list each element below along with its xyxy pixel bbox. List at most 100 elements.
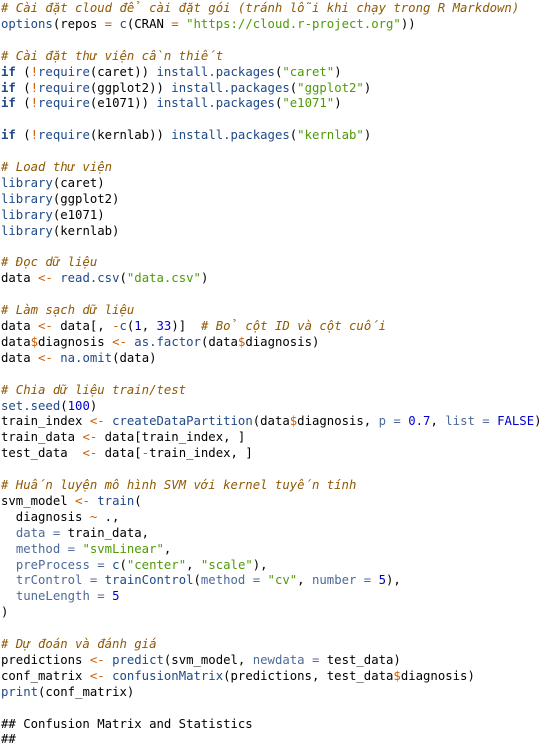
- argument-token: p =: [378, 414, 401, 429]
- code-token: (data: [252, 414, 290, 429]
- operator-token: <-: [75, 493, 90, 508]
- operator-token: <-: [82, 430, 98, 445]
- code-token: (kernlab)): [89, 128, 172, 143]
- comment-line: # Huấn luyện mô hình SVM với kernel tuyế…: [1, 477, 356, 493]
- function-token: require: [38, 64, 90, 79]
- operator-token: $: [393, 668, 401, 683]
- comment-line: # Cài đặt cloud để cài đặt gói (tránh lỗ…: [1, 0, 519, 16]
- code-token: ): [363, 80, 372, 95]
- code-token: svm_model: [1, 493, 76, 508]
- code-line: diagnosis ~ .,: [1, 509, 120, 525]
- code-token: data: [1, 350, 39, 365]
- function-token: install.packages: [171, 80, 290, 95]
- code-token: ): [1, 605, 9, 620]
- code-token: ): [200, 271, 209, 286]
- code-line: tuneLength = 5: [1, 588, 120, 604]
- argument-token: data =: [15, 525, 61, 540]
- number-token: FALSE: [497, 414, 535, 429]
- code-token: .,: [97, 509, 120, 524]
- code-token: train_data,: [60, 525, 150, 540]
- argument-token: method =: [15, 541, 76, 556]
- argument-token: method =: [200, 573, 261, 588]
- code-line: data <- read.csv("data.csv"): [1, 270, 208, 286]
- code-token: (svm_model,: [163, 652, 253, 667]
- argument-token: preProcess =: [15, 557, 105, 572]
- argument-token: newdata =: [252, 652, 320, 667]
- comment-line: # Cài đặt thư viện cần thiết: [1, 48, 223, 64]
- code-token: [260, 573, 267, 587]
- number-token: 1: [134, 319, 142, 333]
- function-token: install.packages: [171, 128, 290, 143]
- code-token: ): [89, 398, 98, 413]
- argument-token: list =: [445, 414, 490, 429]
- operator-token: =: [171, 16, 179, 31]
- code-token: (predictions, test_data: [223, 668, 394, 683]
- code-token: diagnosis: [38, 334, 113, 349]
- comment-line: # Load thư viện: [1, 159, 112, 175]
- code-token: (: [15, 64, 31, 79]
- code-token: ,: [186, 557, 201, 572]
- code-token: [1, 558, 16, 572]
- code-token: data: [1, 271, 39, 286]
- code-token: data: [1, 319, 39, 333]
- code-token: ): [334, 96, 342, 111]
- comment-token: # Làm sạch dữ liệu: [1, 303, 135, 318]
- code-token: diagnosis): [400, 668, 475, 683]
- code-token: [1, 573, 16, 587]
- function-token: set.seed: [1, 398, 61, 413]
- string-token: "cv": [267, 573, 298, 588]
- operator-token: !: [30, 80, 39, 95]
- string-token: "center": [126, 557, 187, 572]
- code-token: (data): [112, 350, 157, 365]
- code-token: [105, 669, 112, 683]
- code-line: print(conf_matrix): [1, 684, 134, 700]
- code-token: (: [15, 128, 31, 143]
- code-line: data <- data[, -c(1, 33)] # Bỏ cột ID và…: [1, 318, 386, 334]
- function-token: createDataPartition: [112, 414, 253, 429]
- code-token: train_index: [1, 414, 90, 429]
- code-token: (e1071)): [89, 96, 157, 111]
- code-token: diagnosis: [1, 509, 90, 524]
- operator-token: $: [30, 334, 39, 349]
- code-line: library(kernlab): [1, 223, 119, 239]
- string-token: "svmLinear": [82, 541, 164, 556]
- function-token: options: [1, 16, 53, 31]
- function-token: predict: [112, 652, 164, 667]
- code-token: (: [126, 319, 135, 333]
- code-token: (conf_matrix): [38, 684, 135, 699]
- string-token: "https://cloud.r-project.org": [186, 16, 401, 31]
- function-token: na.omit: [60, 350, 113, 365]
- code-token: ,: [430, 414, 446, 429]
- function-token: require: [38, 128, 90, 143]
- operator-token: ~: [89, 509, 98, 524]
- code-token: (: [15, 96, 31, 111]
- code-token: (: [289, 80, 298, 95]
- number-token: 5: [378, 573, 387, 588]
- function-token: confusionMatrix: [112, 668, 224, 683]
- argument-token: number =: [311, 573, 372, 588]
- code-token: train_index, ]: [149, 446, 253, 461]
- string-token: "kernlab": [297, 128, 364, 143]
- code-token: (caret)): [89, 64, 157, 79]
- code-token: data: [1, 334, 31, 349]
- code-token: (ggplot2)): [89, 80, 172, 95]
- code-token: (e1071): [52, 207, 105, 222]
- code-token: (: [134, 493, 142, 508]
- code-token: train_data: [1, 430, 83, 445]
- code-token: (: [274, 96, 283, 111]
- number-token: 5: [112, 589, 120, 604]
- code-line: data$diagnosis <- as.factor(data$diagnos…: [1, 334, 319, 350]
- argument-token: tuneLength =: [15, 589, 105, 604]
- code-token: [179, 17, 186, 31]
- code-token: ,: [297, 573, 312, 588]
- code-line: predictions <- predict(svm_model, newdat…: [1, 652, 401, 668]
- function-token: c: [112, 557, 120, 572]
- code-token: diagnosis,: [297, 414, 379, 429]
- function-token: print: [1, 684, 39, 699]
- comment-line: # Đọc dữ liệu: [1, 254, 97, 270]
- comment-token: # Chia dữ liệu train/test: [1, 382, 187, 397]
- operator-token: <-: [89, 414, 105, 429]
- function-token: install.packages: [156, 64, 275, 79]
- operator-token: <-: [38, 271, 53, 286]
